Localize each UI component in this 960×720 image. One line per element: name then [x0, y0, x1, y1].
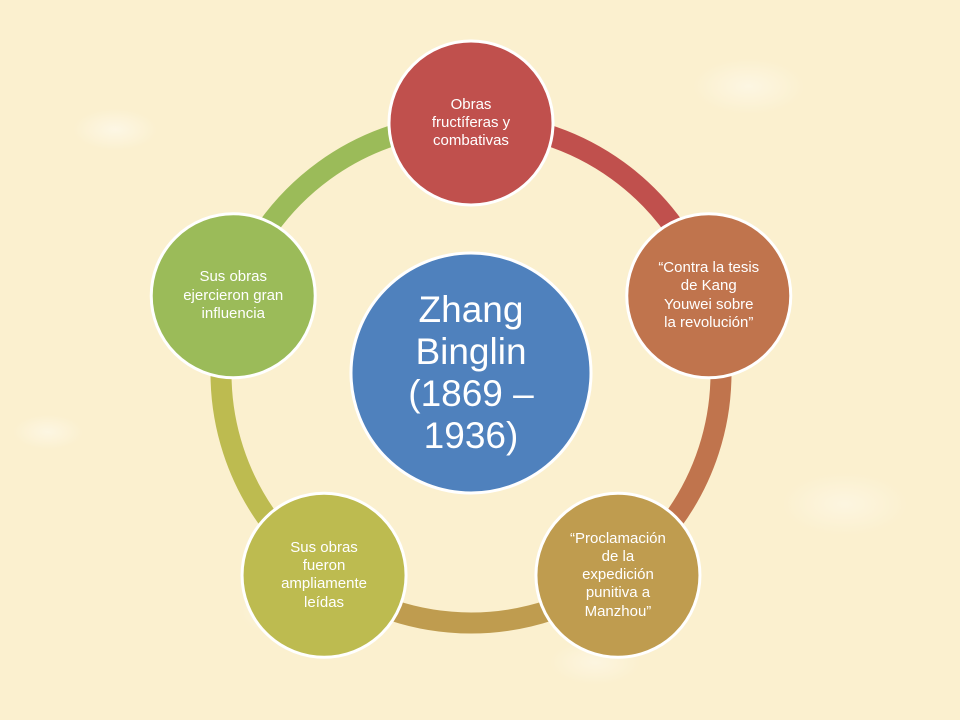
center-node-group [349, 251, 593, 495]
node-label-obras-fructiferas: Obras fructíferas y combativas [431, 95, 511, 150]
outer-nodes [149, 39, 793, 659]
node-circle-gran-influencia [149, 212, 317, 380]
center-node-label: Zhang Binglin (1869 – 1936) [408, 289, 534, 456]
node-circle-contra-la-tesis [625, 212, 793, 380]
center-circle [349, 251, 593, 495]
node-circle-obras-fructiferas [387, 39, 555, 207]
node-label-gran-influencia: Sus obras ejercieron gran influencia [183, 268, 284, 322]
node-label-ampliamente-leidas: Sus obras fueron ampliamente leídas [281, 538, 367, 611]
node-label-contra-la-tesis: “Contra la tesis de Kang Youwei sobre la… [658, 259, 760, 332]
node-label-proclamacion: “Proclamación de la expedición punitiva … [570, 529, 666, 620]
node-circle-ampliamente-leidas [240, 491, 408, 659]
node-circle-proclamacion [534, 491, 702, 659]
